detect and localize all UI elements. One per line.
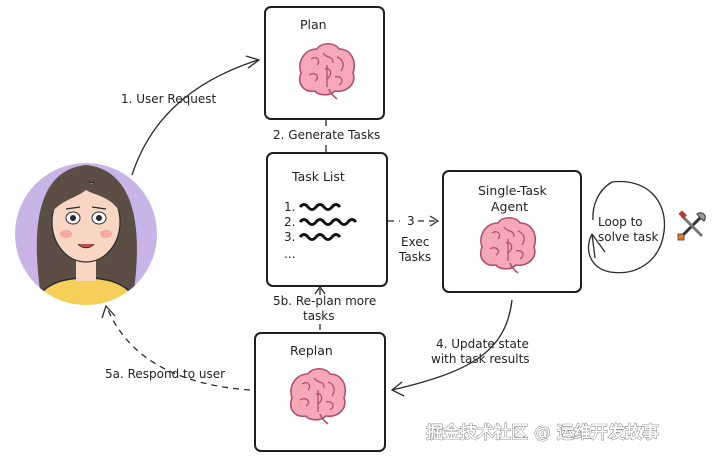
single-task-agent-node: Single-Task Agent: [442, 170, 582, 293]
task-list-title: Task List: [291, 169, 345, 184]
task-scribble-2: [298, 218, 358, 226]
task-item-2: 2.: [284, 215, 295, 229]
replan-title: Replan: [290, 343, 333, 358]
label-update-line1: 4. Update state: [436, 337, 529, 351]
label-respond: 5a. Respond to user: [105, 367, 225, 381]
replan-node: Replan: [254, 332, 386, 452]
agent-title-line2: Agent: [491, 199, 528, 214]
task-scribble-3: [298, 233, 342, 241]
label-exec-line1: Exec: [401, 235, 429, 249]
label-replan-line1: 5b. Re-plan more: [273, 294, 376, 308]
loop-node: Loop to solve task: [587, 180, 666, 274]
watermark-text: 掘金技术社区 @ 运维开发故事: [426, 422, 659, 443]
task-list-node: Task List 1. 2. 3. ...: [266, 152, 388, 287]
task-scribble-1: [298, 203, 342, 211]
user-avatar: [15, 163, 157, 305]
task-item-more: ...: [284, 247, 295, 261]
label-exec-line2: Tasks: [398, 250, 431, 264]
edge-update-state: [391, 299, 513, 391]
agent-title-line1: Single-Task: [478, 183, 548, 198]
task-item-1: 1.: [284, 200, 295, 214]
label-update-line2: with task results: [431, 352, 530, 366]
edge-respond-to-user: [107, 309, 251, 391]
loop-label-line1: Loop to: [598, 215, 643, 229]
label-generate-tasks: 2. Generate Tasks: [273, 128, 380, 142]
label-user-request: 1. User Request: [121, 92, 216, 106]
tools-icon: [677, 210, 706, 241]
plan-title: Plan: [300, 17, 327, 32]
task-item-3: 3.: [284, 230, 295, 244]
loop-label-line2: solve task: [598, 230, 659, 244]
label-exec-number: 3: [407, 214, 415, 228]
edge-user-request: [131, 59, 259, 176]
plan-node: Plan: [264, 6, 385, 120]
label-replan-line2: tasks: [303, 309, 335, 323]
